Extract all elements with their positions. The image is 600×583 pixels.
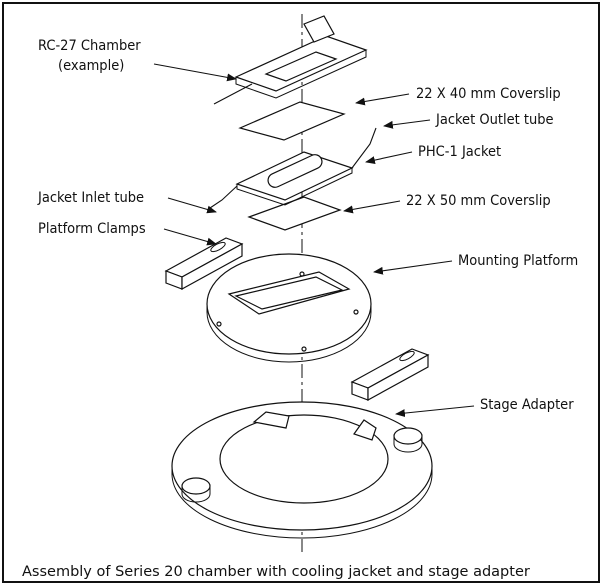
label-coverslip-top: 22 X 40 mm Coverslip	[416, 86, 561, 102]
rc27-chamber	[213, 15, 368, 105]
leader-arrows	[153, 63, 475, 418]
arrow-outlet	[383, 119, 431, 129]
label-coverslip-bottom: 22 X 50 mm Coverslip	[406, 193, 551, 209]
phc1-jacket	[235, 151, 354, 206]
label-clamps: Platform Clamps	[38, 221, 146, 237]
mounting-platform	[206, 253, 372, 363]
arrow-coverslip-bottom	[343, 200, 401, 214]
label-chamber: RC-27 Chamber	[38, 38, 141, 54]
adapter-knob-left	[181, 477, 211, 503]
adapter-knob-right	[393, 427, 423, 453]
arrow-clamps	[163, 228, 217, 246]
label-adapter: Stage Adapter	[480, 397, 574, 413]
jacket-inlet-tube	[209, 185, 238, 209]
platform-clamp-left	[164, 237, 244, 291]
coverslip-22x40	[238, 101, 346, 141]
arrow-platform	[373, 260, 453, 275]
coverslip-22x50	[247, 196, 342, 231]
platform-clamp-right	[350, 348, 430, 402]
label-inlet: Jacket Inlet tube	[37, 190, 144, 206]
arrow-jacket	[365, 151, 413, 164]
arrow-adapter	[395, 405, 475, 418]
label-platform: Mounting Platform	[458, 253, 578, 269]
assembly-diagram: RC-27 Chamber (example) 22 X 40 mm Cover…	[37, 14, 578, 552]
stage-adapter	[171, 401, 433, 539]
figure-caption: Assembly of Series 20 chamber with cooli…	[22, 564, 530, 580]
jacket-outlet-tube	[351, 127, 377, 169]
arrow-chamber	[153, 63, 237, 82]
label-chamber-sub: (example)	[58, 58, 124, 74]
label-jacket: PHC-1 Jacket	[418, 144, 501, 160]
arrow-inlet	[167, 197, 217, 214]
label-outlet: Jacket Outlet tube	[435, 112, 554, 128]
arrow-coverslip-top	[355, 93, 410, 106]
